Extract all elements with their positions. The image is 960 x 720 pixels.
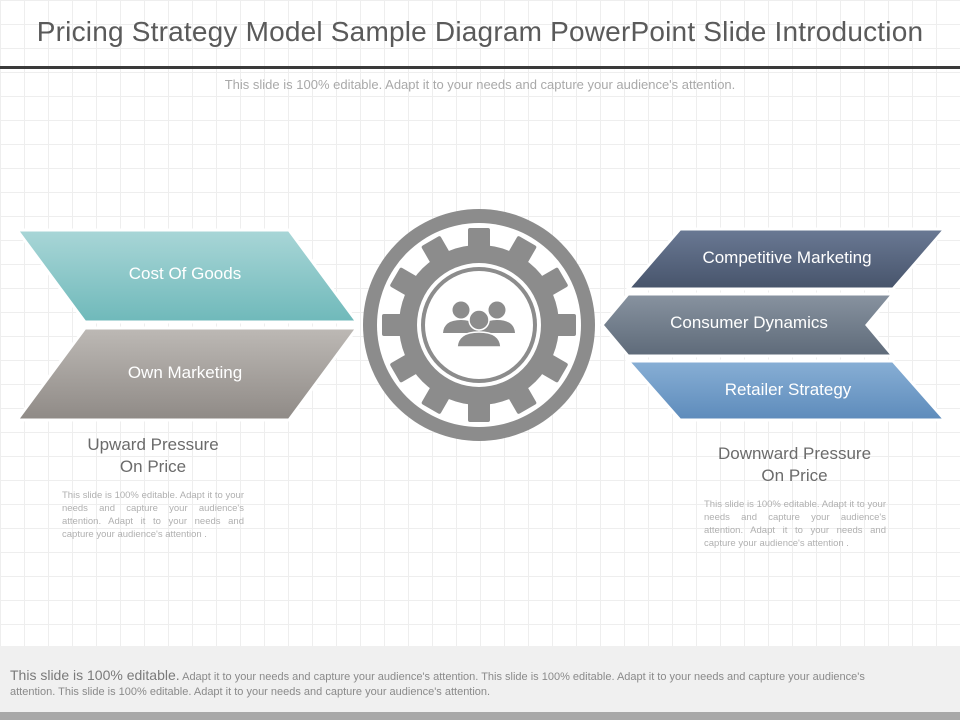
gear-tooth: [390, 353, 419, 383]
arrow-label-cost-of-goods: Cost Of Goods: [129, 264, 241, 283]
gear-tooth: [554, 314, 576, 336]
gear-tooth: [468, 228, 490, 250]
upward-pressure-line2: On Price: [119, 457, 187, 476]
bottom-bar: [0, 712, 960, 720]
downward-pressure-body: This slide is 100% editable. Adapt it to…: [704, 499, 886, 549]
arrow-label-competitive-marketing: Competitive Marketing: [702, 248, 871, 267]
slide-title: Pricing Strategy Model Sample Diagram Po…: [36, 16, 924, 47]
upward-pressure-body: This slide is 100% editable. Adapt it to…: [62, 490, 244, 540]
slide-subtitle: This slide is 100% editable. Adapt it to…: [224, 77, 736, 92]
arrow-label-own-marketing: Own Marketing: [128, 363, 242, 382]
gear-tooth: [468, 400, 490, 422]
upward-pressure-heading: Upward Pressure On Price: [62, 434, 244, 478]
arrow-label-retailer-strategy: Retailer Strategy: [725, 380, 852, 399]
gear-tooth: [507, 385, 537, 414]
title-rule: [0, 66, 960, 69]
footer-panel: [0, 646, 960, 712]
gear-tooth: [539, 267, 568, 297]
arrow-cost-of-goods: Cost Of Goods: [14, 228, 360, 324]
footer-lead: This slide is 100% editable.: [10, 667, 180, 683]
downward-pressure-line2: On Price: [761, 466, 828, 485]
upward-pressure-line1: Upward Pressure: [87, 435, 219, 454]
gear-tooth: [421, 385, 451, 414]
gear-tooth: [539, 353, 568, 383]
footer-text: This slide is 100% editable. Adapt it to…: [10, 668, 910, 700]
downward-pressure-heading: Downward Pressure On Price: [703, 443, 886, 487]
arrow-consumer-dynamics: Consumer Dynamics: [600, 292, 897, 358]
arrow-label-consumer-dynamics: Consumer Dynamics: [670, 313, 828, 332]
gear-tooth: [421, 236, 451, 265]
arrow-own-marketing: Own Marketing: [14, 326, 360, 422]
gear-tooth: [382, 314, 404, 336]
gear-tooth: [507, 236, 537, 265]
downward-pressure-line1: Downward Pressure: [717, 444, 872, 463]
footer-body: Adapt it to your needs and capture your …: [10, 671, 865, 698]
gear-tooth: [390, 267, 419, 297]
arrow-retailer-strategy: Retailer Strategy: [624, 359, 949, 422]
people-group-icon: [443, 301, 515, 348]
arrow-competitive-marketing: Competitive Marketing: [624, 227, 949, 291]
